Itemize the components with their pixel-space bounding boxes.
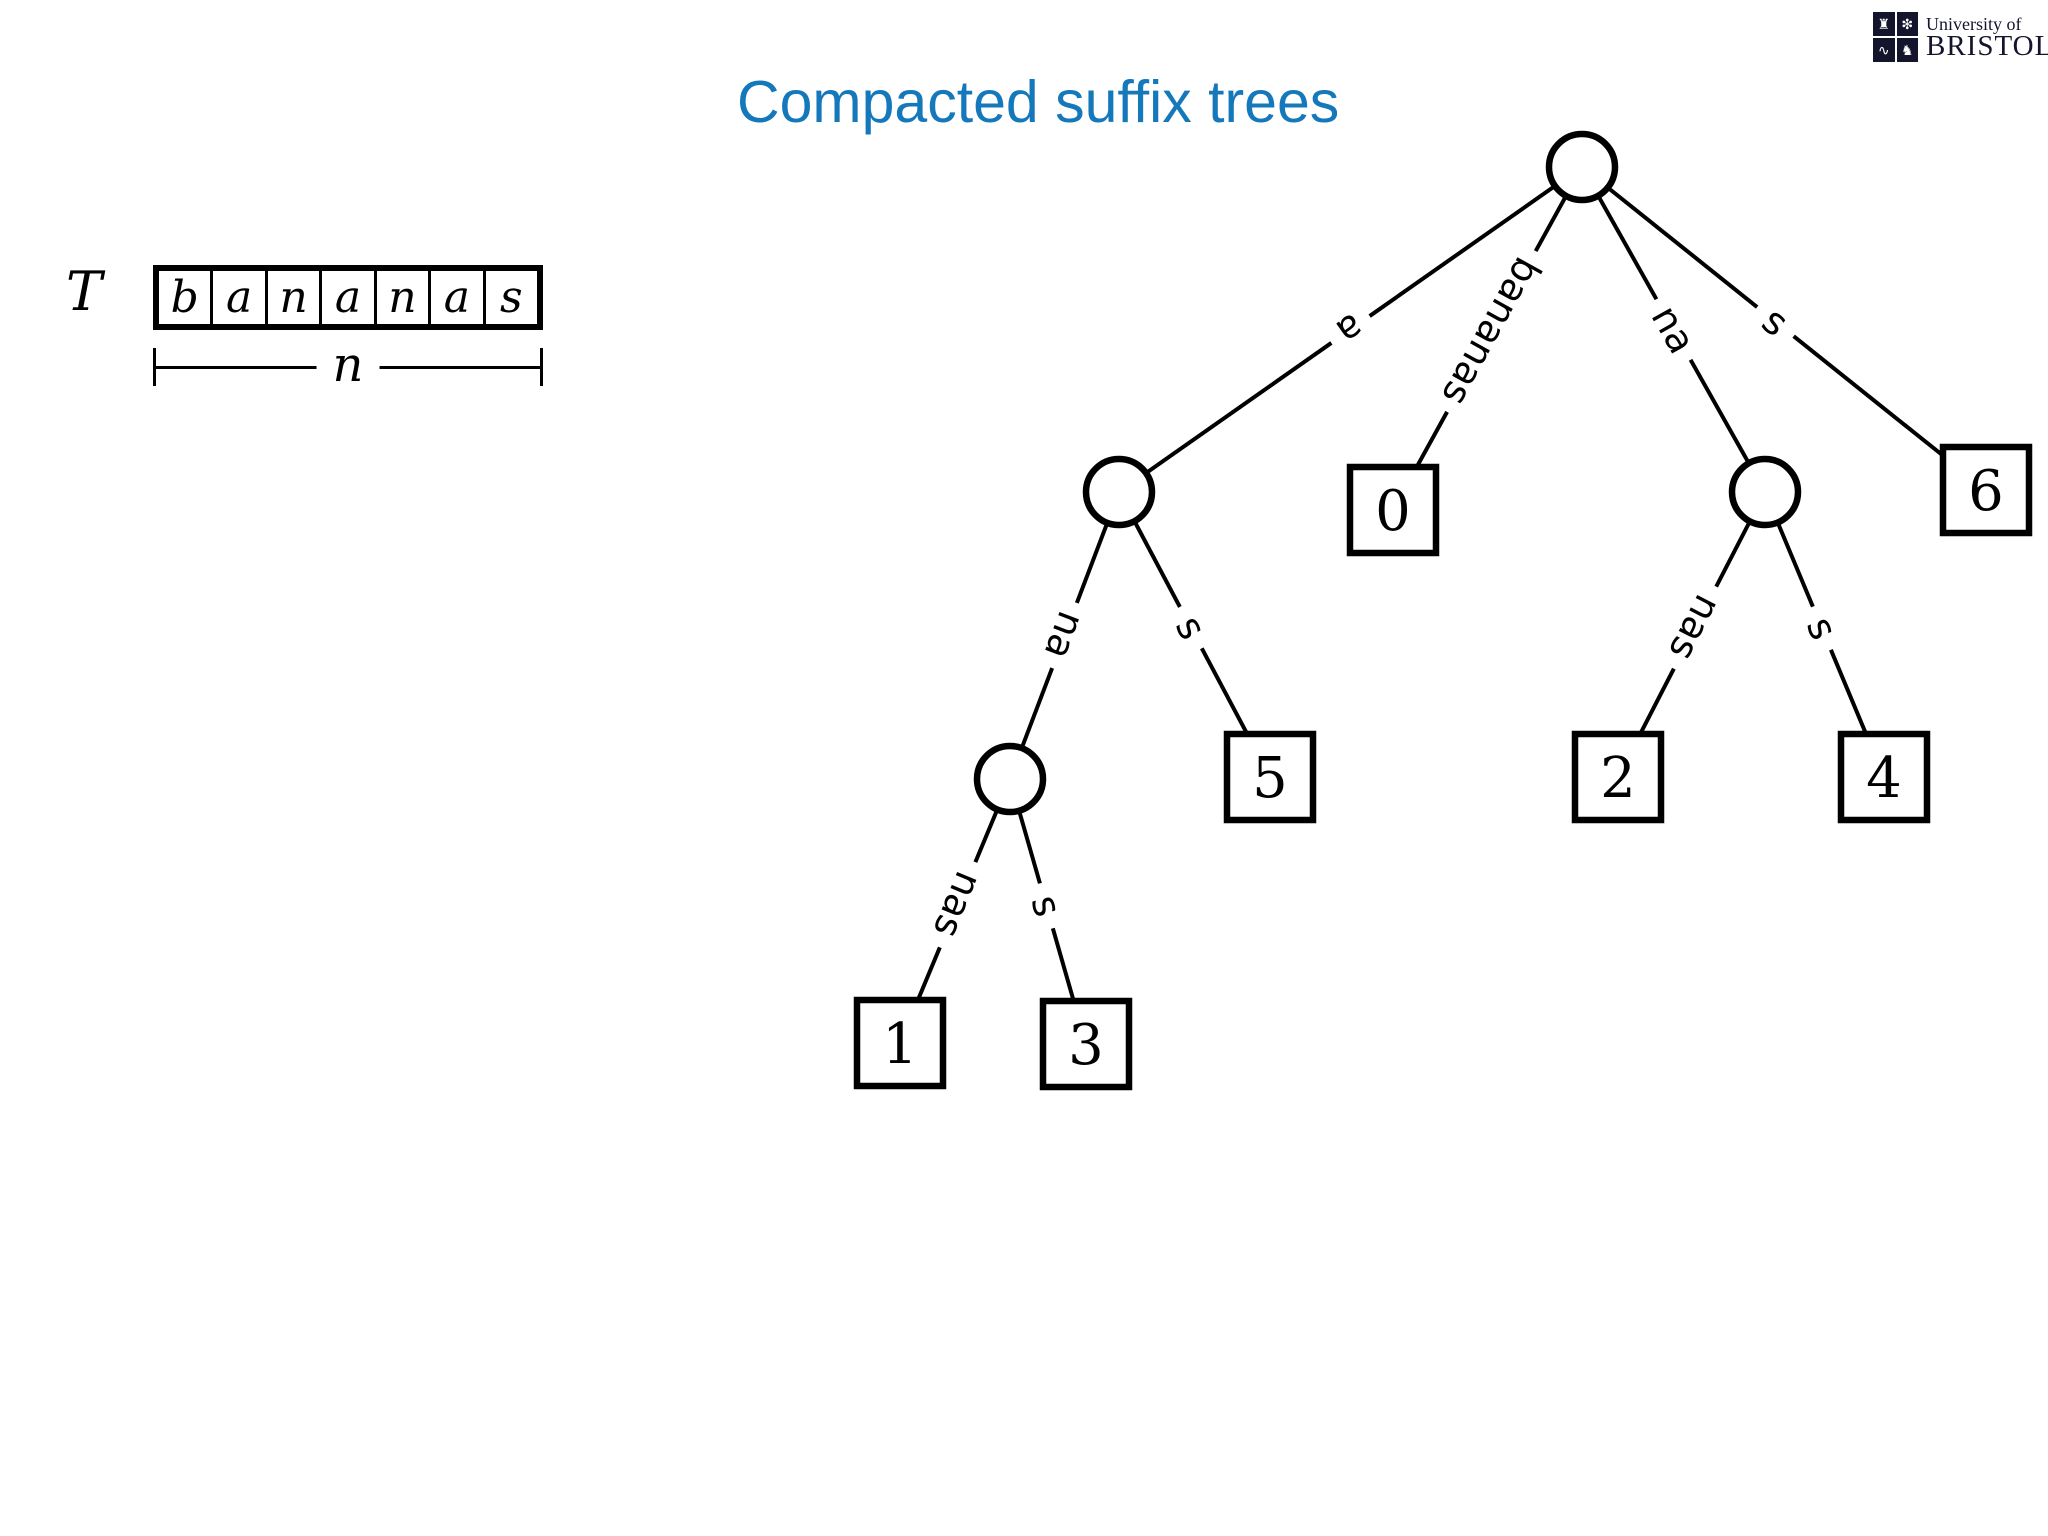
edge-label: nas — [924, 865, 990, 944]
leaf-value: 1 — [882, 1012, 918, 1077]
edge-label: na — [1036, 606, 1094, 666]
leaf-node-3 — [1039, 997, 1133, 1091]
tree-edge-s — [1580, 165, 1759, 309]
edge-label: s — [1167, 609, 1215, 647]
dimension-tick-left — [153, 348, 156, 386]
string-cell: n — [264, 271, 319, 324]
internal-node — [1082, 455, 1156, 529]
internal-node — [1545, 130, 1619, 204]
string-cell: a — [210, 271, 264, 324]
string-cell: a — [428, 271, 482, 324]
university-logo-text: University of BRISTOL — [1926, 12, 2048, 62]
internal-node — [973, 742, 1047, 816]
leaf-value: 2 — [1600, 746, 1636, 811]
leaf-node-2 — [1571, 730, 1665, 824]
string-cell: s — [482, 271, 537, 324]
leaf-value: 6 — [1968, 459, 2004, 524]
bristol-crest-icon: ♜ ❇ ∿ ♞ — [1873, 12, 1918, 62]
edge-label: s — [1023, 890, 1071, 921]
tree-edge-a — [1368, 165, 1584, 318]
string-cells: b a n a n a s — [153, 265, 543, 330]
logo-line1: University of — [1926, 14, 2022, 34]
string-cell: n — [373, 271, 428, 324]
string-cell: b — [170, 272, 199, 323]
edge-label: nas — [1660, 588, 1730, 668]
leaf-node-5 — [1223, 730, 1317, 824]
dimension-tick-right — [540, 348, 543, 386]
leaf-value: 0 — [1375, 479, 1411, 544]
leaf-value: 5 — [1252, 746, 1288, 811]
internal-node — [1728, 455, 1802, 529]
edge-label: s — [1754, 298, 1797, 345]
slide-title: Compacted suffix trees — [737, 69, 1340, 135]
leaf-value: 4 — [1866, 746, 1902, 811]
string-cell: a — [319, 271, 373, 324]
logo-line2: BRISTOL — [1926, 30, 2048, 62]
string-name-label: T — [66, 260, 103, 323]
edge-label: na — [1643, 298, 1705, 361]
edge-label: bananas — [1433, 250, 1550, 413]
edge-label: a — [1328, 305, 1372, 354]
leaf-node-0 — [1346, 463, 1440, 557]
tree-edge-a — [1117, 341, 1333, 494]
leaf-node-1 — [853, 996, 947, 1090]
leaf-node-4 — [1837, 730, 1931, 824]
length-dimension: n — [153, 336, 543, 393]
length-label: n — [316, 336, 380, 393]
edge-label: s — [1798, 611, 1846, 646]
university-logo: ♜ ❇ ∿ ♞ University of BRISTOL — [1873, 12, 2048, 62]
leaf-value: 3 — [1068, 1013, 1104, 1078]
leaf-node-6 — [1939, 443, 2033, 537]
